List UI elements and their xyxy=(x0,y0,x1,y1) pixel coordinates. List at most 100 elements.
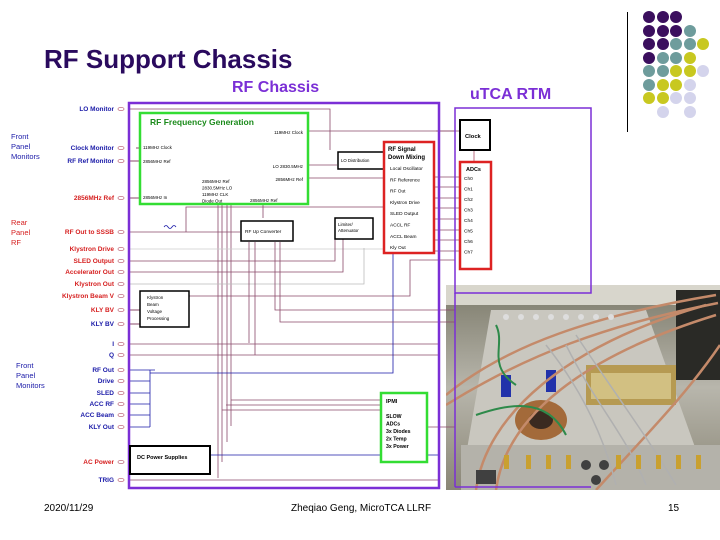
decorative-dot xyxy=(683,105,696,118)
rf-freq-gen-output-label: 119MHz CLK xyxy=(202,192,228,197)
port-label: Clock Monitor xyxy=(71,145,115,152)
decorative-dot xyxy=(670,92,682,104)
decorative-dot xyxy=(670,11,682,23)
utca-rtm-title: uTCA RTM xyxy=(470,86,552,103)
signal-wire xyxy=(130,248,365,285)
adc-channel-label: Ch6 xyxy=(464,239,473,245)
signal-wire xyxy=(185,206,385,232)
port-connector-icon xyxy=(117,269,125,274)
decorative-dot xyxy=(656,92,669,104)
port-label: RF Ref Monitor xyxy=(67,158,114,165)
rf-frequency-generation-title: RF Frequency Generation xyxy=(150,117,254,127)
rf-down-mixing-item: RF Reference xyxy=(390,177,420,183)
port-label: Klystron Beam V xyxy=(62,293,115,300)
decorative-dot xyxy=(656,24,669,37)
adc-channel-label: Ch4 xyxy=(464,218,473,224)
signal-wire xyxy=(274,242,455,311)
port-label: SLED xyxy=(97,390,115,397)
adcs-block xyxy=(458,160,493,271)
group-label-front-panel-monitors: Front xyxy=(11,132,29,141)
decorative-dot xyxy=(670,78,682,91)
adc-channel-label: Ch2 xyxy=(464,197,473,203)
klystron-bv-processing-label: Klystron xyxy=(147,295,164,300)
signal-wire xyxy=(130,231,344,273)
decorative-dot xyxy=(656,65,669,77)
port-connectors xyxy=(117,107,125,482)
decorative-dot xyxy=(683,38,696,50)
signal-wire xyxy=(150,253,394,374)
port-connector-icon xyxy=(117,341,125,346)
rf-down-mixing-item: Kly Out xyxy=(390,245,406,251)
klystron-beam-voltage-processing-block xyxy=(139,290,190,328)
rf-chassis-title: RF Chassis xyxy=(232,79,320,96)
dc-power-supplies-block xyxy=(129,445,211,475)
decorative-dot xyxy=(683,51,696,64)
rf-chassis-border xyxy=(127,101,441,490)
slide-title: RF Support Chassis xyxy=(44,44,293,74)
port-label: KLY Out xyxy=(89,424,115,431)
rf-frequency-generation-block xyxy=(138,111,310,206)
signal-wire xyxy=(130,108,331,150)
port-label: Drive xyxy=(98,378,115,385)
ipmi-item: 3x Power xyxy=(386,444,409,450)
rf-freq-gen-output-label: 119MHz Clock xyxy=(274,130,304,135)
ipmi-item: 2x Temp xyxy=(386,437,407,443)
utca-clock-label: Clock xyxy=(465,134,482,140)
port-label: RF Out xyxy=(92,367,114,374)
port-connector-icon xyxy=(117,107,125,112)
decorative-dot xyxy=(656,105,669,118)
rf-up-converter-block xyxy=(240,220,294,242)
decorative-dot xyxy=(670,65,682,77)
port-label: LO Monitor xyxy=(79,106,114,113)
port-connector-icon xyxy=(117,477,125,482)
decorative-dot xyxy=(643,92,655,104)
rf-freq-gen-output-label: 2856MHz Ref xyxy=(250,198,278,203)
decorative-dot xyxy=(643,11,655,23)
diagram-blocks xyxy=(127,101,592,490)
signal-wire xyxy=(130,224,336,262)
decorative-dot xyxy=(670,38,682,50)
port-label: I xyxy=(112,341,114,348)
utca-clock-block xyxy=(459,119,491,151)
limiter-attenuator-label: Limiter/ xyxy=(338,222,354,227)
group-label-front-panel-monitors: Front xyxy=(16,361,34,370)
port-connector-icon xyxy=(117,352,125,357)
port-connector-icon xyxy=(117,258,125,263)
decorative-dot xyxy=(670,51,682,64)
rf-down-mixing-item: ACCL Beam xyxy=(390,234,416,240)
port-label: TRIG xyxy=(98,477,114,484)
signal-wire xyxy=(307,177,386,210)
port-connector-icon xyxy=(117,293,125,298)
rf-down-mixing-block xyxy=(382,140,436,255)
group-label-front-panel-monitors: Panel xyxy=(16,371,36,380)
port-label: ACC Beam xyxy=(80,412,114,419)
port-connector-icon xyxy=(117,401,125,406)
port-label: KLY BV xyxy=(91,307,115,314)
group-label-front-panel-monitors: Panel xyxy=(11,142,31,151)
decorative-dot xyxy=(697,65,709,77)
rf-freq-gen-output-label: Diode Out xyxy=(202,199,223,204)
port-connector-icon xyxy=(117,459,125,464)
attenuator-squiggle-icon xyxy=(163,225,177,229)
group-label-rear-panel-rf: RF xyxy=(11,238,21,247)
port-connector-icon xyxy=(117,307,125,312)
decorative-dot xyxy=(643,78,655,91)
port-connector-icon xyxy=(117,229,125,234)
decorative-dot xyxy=(683,24,696,37)
rf-freq-gen-output-label: LO 2830.5MHz xyxy=(273,164,304,169)
ipmi-block xyxy=(379,391,429,464)
port-connector-icon xyxy=(117,367,125,372)
rf-down-mixing-item: RF Out xyxy=(390,189,406,195)
port-connector-icon xyxy=(117,321,125,326)
klystron-bv-processing-label: Voltage xyxy=(147,309,163,314)
decorative-dot xyxy=(670,24,682,37)
decorative-dot xyxy=(697,38,709,50)
decorative-dot xyxy=(656,78,669,91)
port-connector-icon xyxy=(117,145,125,150)
rf-freq-gen-output-label: 2856MHz Ref xyxy=(275,177,303,182)
rf-up-converter-label: RF Up Converter xyxy=(245,229,282,235)
adc-channel-label: Ch5 xyxy=(464,229,473,235)
klystron-bv-processing-label: Beam xyxy=(147,302,159,307)
rf-freq-gen-output-label: 2856MHz Ref xyxy=(202,179,230,184)
